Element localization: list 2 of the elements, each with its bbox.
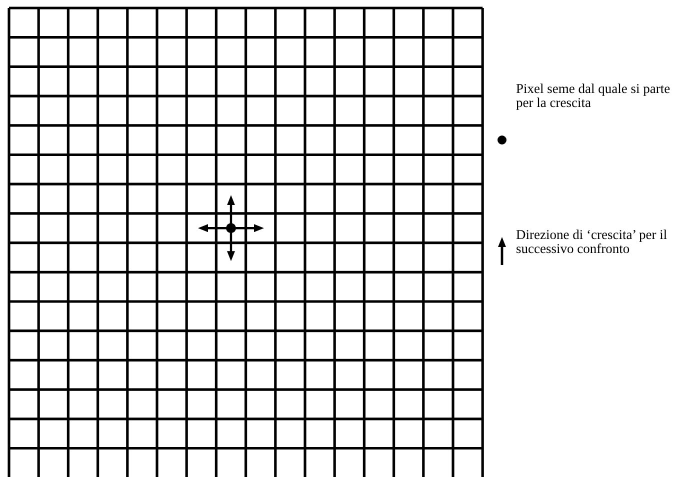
- legend-text: Pixel seme dal quale si parte per la crescita: [516, 82, 672, 110]
- legend-text: Direzione di ‘crescita’ per il successivo confronto: [516, 228, 668, 256]
